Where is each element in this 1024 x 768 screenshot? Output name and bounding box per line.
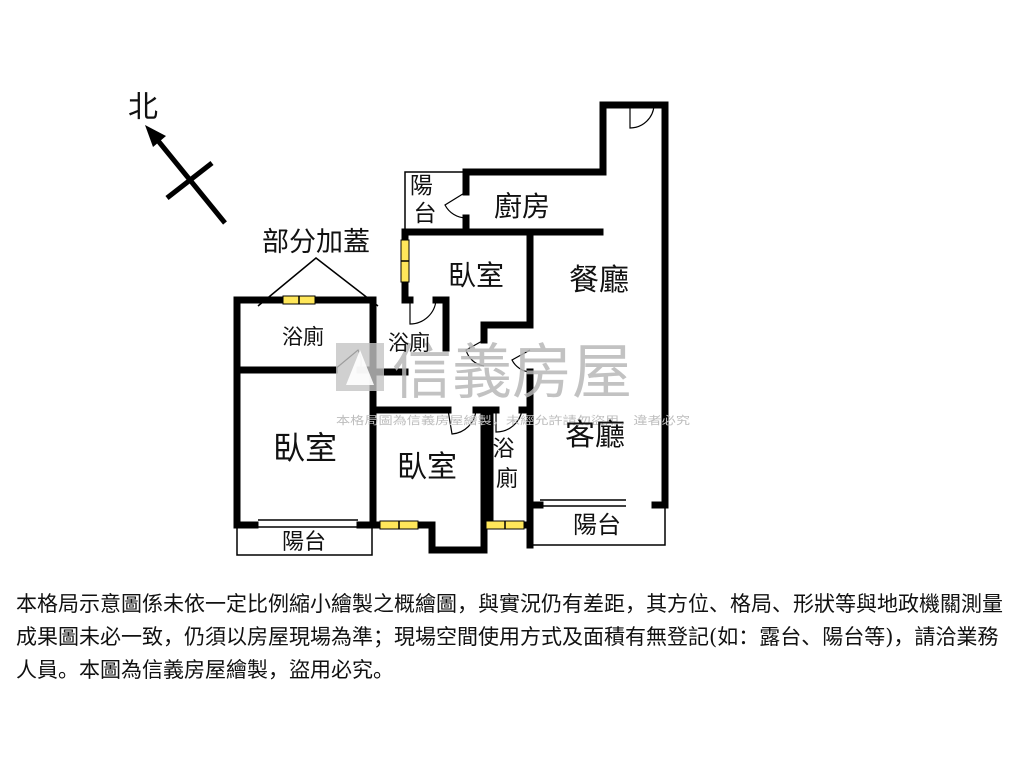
north-label: 北 [128,90,158,125]
door-bath-right [495,409,523,433]
room-living-label: 客廳 [565,418,625,453]
door-entry [629,104,655,129]
door-balcony-top [444,191,467,219]
extension-annotation: 部分加蓋 [257,227,379,307]
walls [233,101,669,554]
door-bedroom-middle [447,409,477,435]
north-arrowhead-icon [145,125,166,147]
compass: 北 [128,90,227,225]
watermark-brand: 信義房屋 [392,338,632,408]
extension-pointer [257,257,379,307]
room-balcony-right-label: 陽台 [573,511,621,539]
disclaimer-text: 本格局示意圖係未依一定比例縮小繪製之概繪圖，與實況仍有差距，其方位、格局、形狀等… [16,592,1003,682]
windows [282,239,525,530]
watermark: 信義房屋 本格局圖為信義房屋繪製，未經允許請勿盜用，違者必究 [336,338,690,427]
room-labels: 陽 台 廚房 臥室 餐廳 浴廁 浴廁 客廳 臥室 臥室 浴 廁 陽台 陽台 [273,173,629,555]
room-balcony-top-char1: 陽 [410,173,433,199]
room-bedroom-upper-label: 臥室 [448,259,504,292]
door-bedroom-upper [465,339,485,367]
extension-label: 部分加蓋 [262,227,370,258]
room-kitchen-label: 廚房 [494,190,550,223]
room-balcony-top-label: 陽 台 [410,173,440,227]
room-bedroom-middle-label: 臥室 [397,450,457,485]
door-bath-center [409,299,437,325]
room-bath-center-label: 浴廁 [388,331,430,355]
room-bath-right-label: 浴 廁 [492,437,521,492]
room-balcony-top-char2: 台 [414,201,437,227]
door-living [511,349,531,373]
balcony-outlines [236,171,666,556]
room-bath-left-label: 浴廁 [282,325,324,349]
room-bath-right-char1: 浴 [492,437,514,462]
room-bedroom-left-label: 臥室 [273,429,337,467]
room-balcony-left-label: 陽台 [282,530,326,555]
watermark-notice: 本格局圖為信義房屋繪製，未經允許請勿盜用，違者必究 [336,413,690,427]
compass-cross-icon [165,161,214,200]
room-bath-right-char2: 廁 [496,467,518,492]
room-dining-label: 餐廳 [569,263,629,298]
